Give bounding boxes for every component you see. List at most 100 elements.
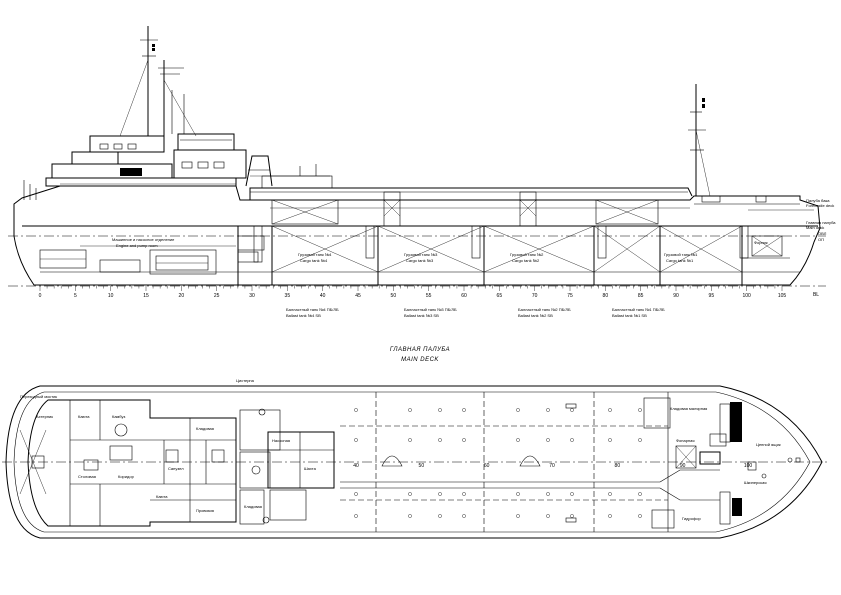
cargo-tank-label-1-en: Cargo tank №1 (666, 258, 694, 263)
frame-number: 25 (214, 293, 220, 299)
plan-frame-number: 50 (419, 463, 425, 469)
room-label-corridor: Коридор (118, 474, 135, 479)
ballast-label-2: Балластный танк №2 ПБ/ЛБ (518, 307, 571, 312)
room-label-cabin-2: Каюта (156, 494, 168, 499)
engine-room-label: Машинное и насосное отделение (112, 237, 175, 242)
dwl-label: ОВЛ (818, 231, 827, 236)
frame-number: 45 (355, 293, 361, 299)
ballast-label-3: Балластный танк №3 ПБ/ЛБ (404, 307, 457, 312)
main-deck-label-en: Main deck (806, 225, 824, 230)
deck-fitting (570, 492, 574, 496)
cargo-tank-crosses (271, 225, 743, 273)
fwd-room-paint-store: Кладовая малярная (670, 406, 707, 411)
frame-number: 70 (532, 293, 538, 299)
cargo-tank-label-2: Грузовой танк №2 (510, 252, 544, 257)
forepeak-label: Форпик (754, 240, 768, 245)
deck-fitting (638, 408, 642, 412)
main-deck-label: Главная палуба (806, 220, 836, 225)
forecastle-deck-label: Палуба бака (806, 198, 830, 203)
room-label-aft-peak: Ахтерпик (36, 414, 53, 419)
plan-frame-number: 60 (484, 463, 490, 469)
cargo-tank-label-2-en: Cargo tank №2 (512, 258, 540, 263)
fwd-room-boatswain: Шкиперская (744, 480, 767, 485)
room-label-cabin-1: Каюта (78, 414, 90, 419)
frame-number: 30 (249, 293, 255, 299)
deck-fitting (546, 492, 550, 496)
deck-fitting (516, 492, 520, 496)
deck-fitting (462, 492, 466, 496)
frame-number: 95 (709, 293, 715, 299)
deck-fitting (608, 408, 612, 412)
deck-fitting (408, 438, 412, 442)
frame-ticks (39, 286, 783, 291)
fore-structure (742, 235, 790, 259)
deck-fitting (408, 408, 412, 412)
deck-fitting (608, 514, 612, 518)
frame-number: 65 (497, 293, 503, 299)
cargo-tank-label-4: Грузовой танк №4 (298, 252, 332, 257)
deck-fitting (438, 408, 442, 412)
ballast-label-2-en: Ballast tank №2 SB (518, 313, 553, 318)
forecastle (694, 195, 814, 211)
ballast-label-1-en: Ballast tank №1 SB (612, 313, 647, 318)
plan-frame-number: 90 (680, 463, 686, 469)
deck-fitting (570, 408, 574, 412)
deck-fitting (516, 438, 520, 442)
ballast-label-4-en: Ballast tank №4 SB (286, 313, 321, 318)
superstructure (23, 133, 333, 200)
accommodation-block (27, 399, 335, 527)
main-deck-title-en: MAIN DECK (401, 357, 439, 363)
frame-number: 55 (426, 293, 432, 299)
deck-fitting (608, 438, 612, 442)
room-label-galley: Камбуз (112, 414, 125, 419)
room-label-trunk: Шахта (304, 466, 317, 471)
deck-fitting (462, 408, 466, 412)
deck-fitting (354, 438, 358, 442)
frame-number: 85 (638, 293, 644, 299)
plan-frame-number: 40 (353, 463, 359, 469)
cargo-area (340, 392, 720, 532)
deck-fitting (546, 514, 550, 518)
hatch-row (354, 408, 642, 518)
main-deck-title-ru: ГЛАВНАЯ ПАЛУБА (390, 347, 450, 353)
cargo-tank-label-3-en: Cargo tank №3 (406, 258, 434, 263)
frame-number: 35 (285, 293, 291, 299)
fore-plan (667, 392, 801, 532)
foremast (688, 84, 711, 197)
frame-number: 100 (742, 293, 751, 299)
deck-fitting (570, 438, 574, 442)
deck-fitting (462, 438, 466, 442)
deck-fitting (438, 438, 442, 442)
deck-fitting (638, 438, 642, 442)
room-label-provision: Провизия (196, 508, 214, 513)
frame-number: 15 (143, 293, 149, 299)
plan-frame-number: 70 (549, 463, 555, 469)
cargo-tank-label-3: Грузовой танк №3 (404, 252, 438, 257)
deck-fitting (354, 408, 358, 412)
cargo-tank-label-4-en: Cargo tank №4 (300, 258, 328, 263)
fwd-room-lamp-room: Фонарная (676, 438, 695, 443)
deck-fitting (438, 492, 442, 496)
plan-frame-number: 80 (615, 463, 621, 469)
plan-frame-number: 100 (744, 463, 753, 469)
frame-number: 105 (778, 293, 787, 299)
engine-room (39, 235, 265, 275)
bl-label: ОП (818, 237, 824, 242)
room-label-store-2: Кладовая (244, 504, 262, 509)
trunk-deck (249, 187, 693, 227)
deck-fitting (462, 514, 466, 518)
fwd-room-chain-locker: Цепной ящик (756, 442, 781, 447)
deck-fitting (546, 408, 550, 412)
hull-outline (13, 185, 821, 286)
engine-room-label-en: Engine and pump room (116, 243, 158, 248)
frame-number: 60 (461, 293, 467, 299)
room-label-store-1: Кладовая (196, 426, 214, 431)
ballast-label-3-en: Ballast tank №3 SB (404, 313, 439, 318)
deck-fitting (608, 492, 612, 496)
stern-gear (19, 429, 47, 495)
plan-frame-numbers: 40 50 60 70 80 90 100 (353, 463, 752, 469)
ballast-label-1: Балластный танк №1 ПБ/ЛБ (612, 307, 665, 312)
deck-fitting (546, 438, 550, 442)
